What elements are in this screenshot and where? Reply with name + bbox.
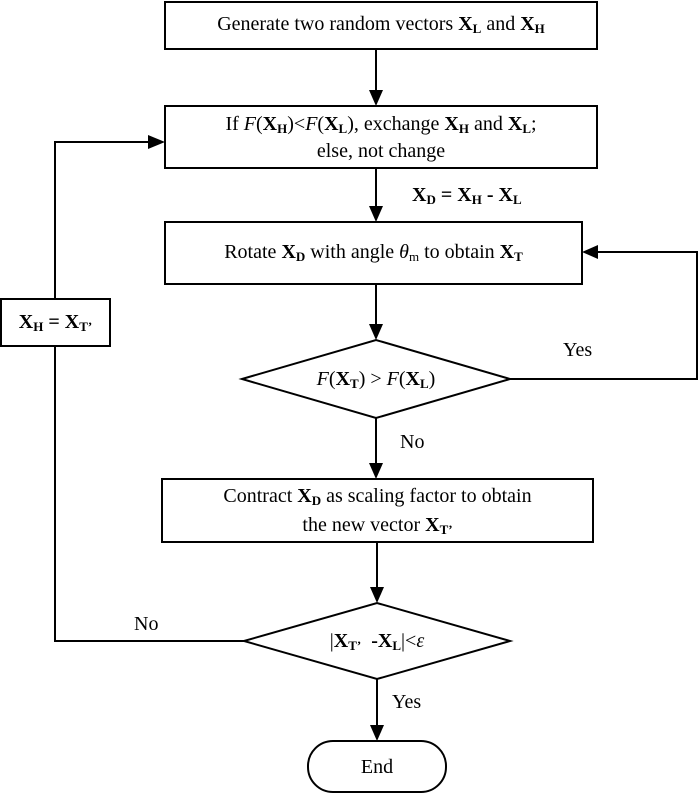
compare-label: F(XT) > F(XL) <box>316 368 436 391</box>
xd-formula-label: XD = XH - XL <box>412 184 522 207</box>
contract-label-line1: Contract XD as scaling factor to obtain <box>223 485 532 508</box>
converge-decision <box>240 601 514 681</box>
rotate-box <box>164 221 583 285</box>
arrowhead-rotate <box>369 206 383 222</box>
compare-yes-label: Yes <box>563 339 593 361</box>
edge-compare-yes-loop <box>510 251 698 380</box>
end-label: End <box>360 756 394 778</box>
arrowhead-contract <box>369 463 383 479</box>
arrowhead-converge <box>370 587 384 603</box>
exchange-box <box>164 105 598 169</box>
exchange-label-line1: If F(XH)<F(XL), exchange XH and XL; <box>225 113 537 136</box>
update-label: XH = XT’ <box>18 311 93 334</box>
arrowhead-end <box>370 725 384 741</box>
contract-label-line2: the new vector XT’ <box>302 514 453 537</box>
generate-box <box>164 1 598 50</box>
arrowhead-exchange-loop <box>148 135 165 149</box>
arrowhead-exchange <box>369 90 383 106</box>
converge-no-label: No <box>134 613 159 635</box>
arrowhead-compare <box>369 324 383 340</box>
rotate-label: Rotate XD with angle θm to obtain XT <box>224 241 523 264</box>
generate-label: Generate two random vectors XL and XH <box>217 13 545 36</box>
arrowhead-rotate-loop <box>582 245 598 259</box>
converge-label: |XT’ -XL|<ε <box>329 630 425 653</box>
update-box <box>0 298 111 347</box>
contract-box <box>161 478 594 543</box>
edge-converge-no <box>54 346 244 642</box>
exchange-label-line2: else, not change <box>316 140 446 162</box>
converge-yes-label: Yes <box>392 691 422 713</box>
compare-no-label: No <box>400 431 425 453</box>
edge-update-exchange <box>54 141 150 299</box>
